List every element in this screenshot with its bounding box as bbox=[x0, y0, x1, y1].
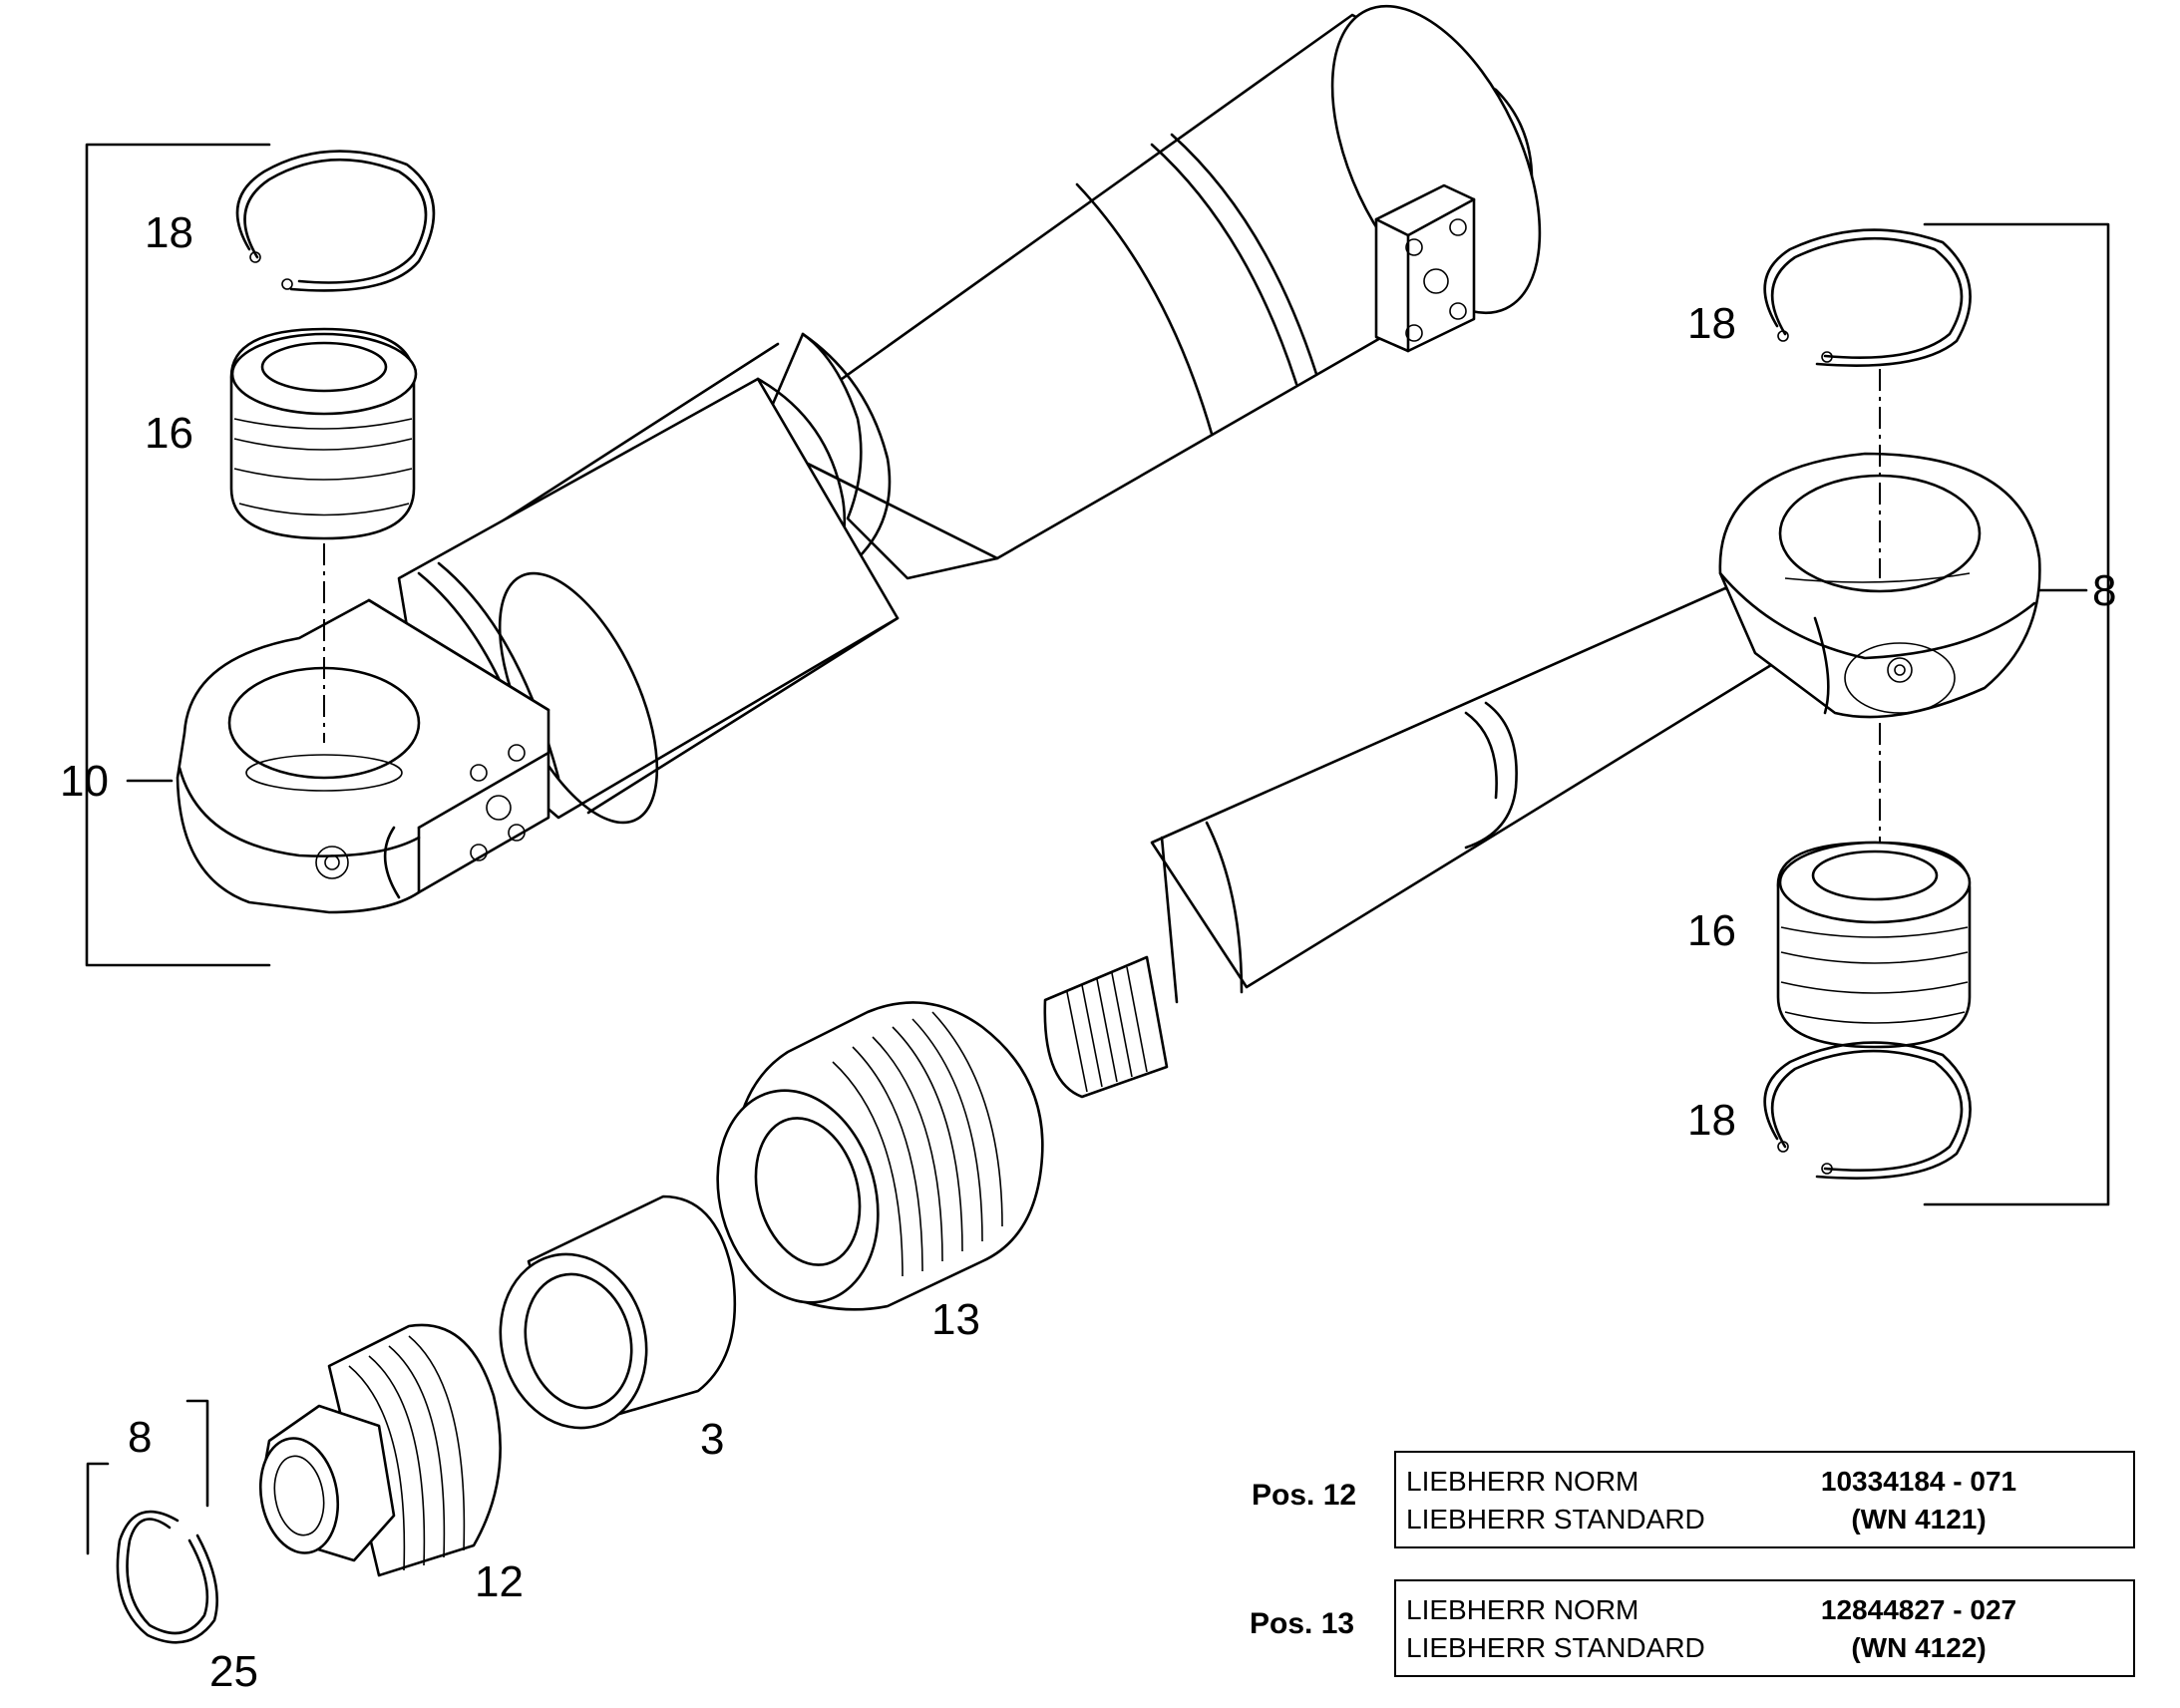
callout-18-left: 18 bbox=[145, 208, 193, 257]
callout-10: 10 bbox=[60, 757, 109, 806]
callout-16-right: 16 bbox=[1687, 906, 1736, 955]
spec-table-pos-12: LIEBHERR NORM 10334184 - 071 LIEBHERR ST… bbox=[1394, 1451, 2135, 1548]
retaining-ring-18-right-bottom bbox=[1763, 1041, 1972, 1180]
callout-3: 3 bbox=[700, 1415, 725, 1464]
cylinder-barrel bbox=[397, 4, 1542, 825]
callout-25: 25 bbox=[209, 1647, 258, 1696]
spec-row: LIEBHERR STANDARD (WN 4122) bbox=[1406, 1632, 2123, 1668]
pos-label-12: Pos. 12 bbox=[1252, 1479, 1357, 1512]
spherical-bearing-16-left bbox=[229, 327, 418, 540]
spec-value: 10334184 - 071 bbox=[1820, 1466, 2017, 1497]
spec-row: LIEBHERR STANDARD (WN 4121) bbox=[1406, 1504, 2123, 1539]
bracket-10 bbox=[85, 143, 271, 967]
spherical-bearing-16-right bbox=[1776, 841, 1972, 1049]
spec-name: LIEBHERR NORM bbox=[1406, 1466, 1639, 1497]
callout-16-left: 16 bbox=[145, 409, 193, 458]
spec-value: (WN 4122) bbox=[1851, 1632, 1987, 1663]
spec-name: LIEBHERR STANDARD bbox=[1406, 1632, 1705, 1663]
piston-rod bbox=[1043, 586, 1817, 1099]
callout-12: 12 bbox=[475, 1557, 524, 1606]
spec-row: LIEBHERR NORM 12844827 - 027 bbox=[1406, 1594, 2123, 1630]
retaining-ring-18-right-top bbox=[1763, 228, 1972, 367]
piston-nut-12 bbox=[258, 1323, 502, 1577]
callout-18-right-bottom: 18 bbox=[1687, 1096, 1736, 1145]
callout-18-right-top: 18 bbox=[1687, 299, 1736, 348]
spec-value: (WN 4121) bbox=[1851, 1504, 1987, 1535]
snap-ring-25 bbox=[116, 1510, 218, 1644]
retaining-ring-18-left bbox=[235, 150, 436, 292]
spacer-sleeve-3 bbox=[499, 1195, 737, 1430]
callout-8-right: 8 bbox=[2092, 566, 2117, 615]
callout-13: 13 bbox=[931, 1295, 980, 1344]
spec-value: 12844827 - 027 bbox=[1820, 1594, 2017, 1625]
callout-8-small: 8 bbox=[128, 1413, 153, 1462]
pos-label-13: Pos. 13 bbox=[1250, 1607, 1355, 1640]
spec-name: LIEBHERR NORM bbox=[1406, 1594, 1639, 1625]
piston-13 bbox=[716, 1001, 1044, 1311]
bracket-small-8 bbox=[86, 1399, 209, 1555]
bracket-8 bbox=[1923, 222, 2110, 1206]
spec-name: LIEBHERR STANDARD bbox=[1406, 1504, 1705, 1535]
spec-table-pos-13: LIEBHERR NORM 12844827 - 027 LIEBHERR ST… bbox=[1394, 1579, 2135, 1677]
spec-row: LIEBHERR NORM 10334184 - 071 bbox=[1406, 1466, 2123, 1502]
